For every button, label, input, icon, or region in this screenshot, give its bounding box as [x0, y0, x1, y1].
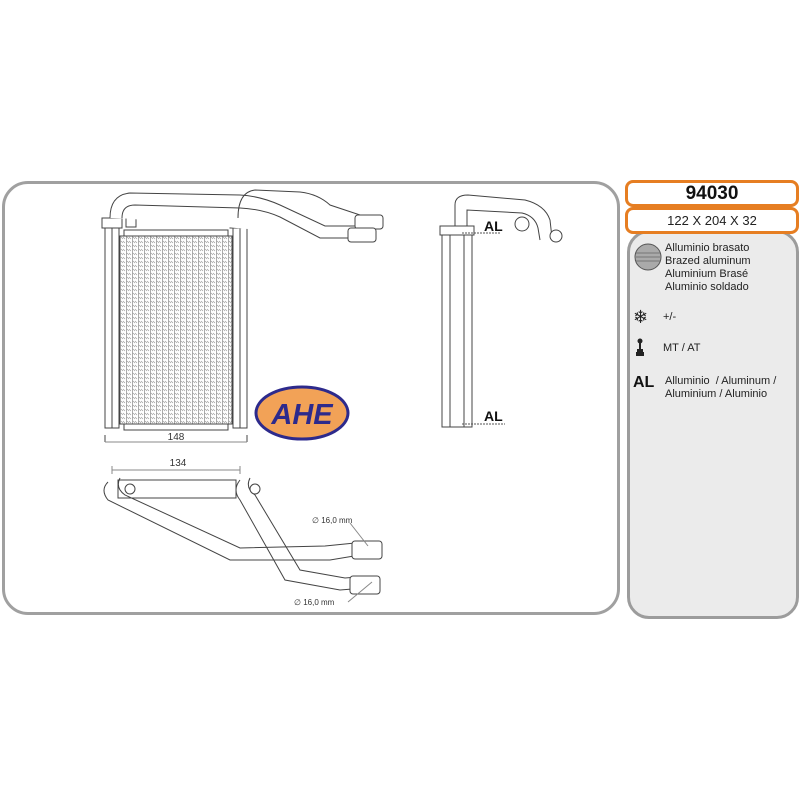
material-line-it: Alluminio brasato	[665, 242, 750, 254]
ac-spec: ❄ +/-	[633, 308, 676, 326]
side-label-top: AL	[484, 218, 503, 234]
ac-value: +/-	[663, 311, 677, 323]
side-view-radiator	[439, 194, 563, 428]
width-dimension-label: 148	[168, 432, 185, 443]
material-line-en: Brazed aluminum	[665, 255, 751, 267]
ahe-logo: AHE	[254, 385, 350, 441]
pipe-diameter-label-1: ∅ 16,0 mm	[312, 516, 353, 525]
side-label-bottom: AL	[484, 408, 503, 424]
material-spec: Alluminio brasato Brazed aluminum Alumin…	[633, 242, 751, 294]
material-line-es: Aluminio soldado	[665, 281, 749, 293]
material-short-spec: AL Alluminio / Aluminum / Aluminium / Al…	[633, 375, 776, 401]
transmission-value: MT / AT	[663, 342, 701, 354]
spec-panel	[627, 230, 799, 619]
front-view-radiator	[101, 189, 384, 443]
product-code: 94030	[625, 180, 799, 207]
gear-shift-icon	[636, 338, 644, 356]
product-dimensions: 122 X 204 X 32	[625, 207, 799, 234]
material-line-fr: Aluminium Brasé	[665, 268, 749, 280]
pipe-diameter-label-2: ∅ 16,0 mm	[294, 598, 335, 607]
material-short-line-1: Alluminio / Aluminum /	[665, 375, 777, 387]
material-short-line-2: Aluminium / Aluminio	[665, 388, 768, 400]
al-symbol: AL	[633, 374, 655, 391]
top-view-pipes	[103, 466, 383, 603]
svg-text:AHE: AHE	[270, 399, 334, 431]
technical-drawing: 148 134 ∅ 16,0 mm ∅ 16,0 mm AL AL	[101, 189, 563, 607]
transmission-spec: MT / AT	[633, 338, 701, 358]
pipe-span-label: 134	[170, 458, 187, 469]
brazed-fin-icon	[634, 243, 662, 271]
snowflake-icon: ❄	[633, 307, 649, 327]
